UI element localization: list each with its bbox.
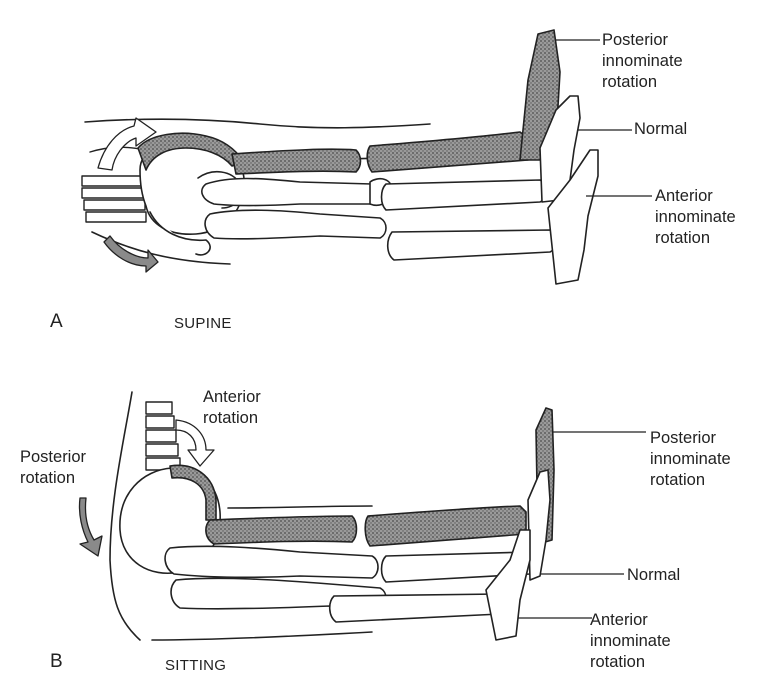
foot-anterior — [485, 529, 531, 641]
label-b-posterior-innominate-rotation: Posterior innominate rotation — [650, 429, 731, 489]
tibia-anterior — [328, 593, 507, 623]
arrow-posterior-rotation — [78, 497, 103, 557]
panel-a-caption: SUPINE — [174, 315, 232, 332]
panel-b-drawing — [78, 391, 555, 641]
body-contour — [91, 231, 231, 265]
tibia-normal — [380, 179, 547, 211]
body-contour — [151, 631, 373, 641]
label-a-normal: Normal — [634, 120, 688, 138]
ischium — [149, 211, 211, 256]
arrow-posterior-rotation — [97, 117, 157, 171]
stippled-femur-shaft — [231, 148, 362, 175]
panel-a-drawing — [81, 29, 599, 285]
panel-b-leaders — [518, 431, 646, 619]
foot-normal — [527, 469, 551, 581]
panel-b-caption: SITTING — [165, 657, 227, 674]
arrow-anterior-rotation — [175, 419, 215, 467]
panel-b-letter: B — [50, 651, 63, 672]
stippled-tibia — [364, 505, 527, 547]
femur-normal — [201, 177, 379, 207]
stippled-tibia — [366, 131, 529, 173]
label-b-anterior-rotation: Anterior rotation — [203, 388, 261, 427]
tibia-anterior — [386, 229, 557, 261]
arrow-anterior-rotation — [103, 235, 159, 273]
femur-anterior — [204, 209, 387, 240]
label-a-posterior-innominate-rotation: Posterior innominate rotation — [602, 31, 683, 91]
spine — [145, 401, 181, 471]
foot-normal — [539, 95, 581, 203]
stippled-femur-shaft — [205, 515, 358, 545]
label-b-anterior-innominate-rotation: Anterior innominate rotation — [590, 611, 671, 671]
body-contour — [227, 505, 373, 509]
panel-a-leaders — [556, 39, 652, 197]
panel-a-letter: A — [50, 311, 63, 332]
label-a-anterior-innominate-rotation: Anterior innominate rotation — [655, 187, 736, 247]
label-b-posterior-rotation: Posterior rotation — [20, 448, 87, 487]
label-b-normal: Normal — [627, 566, 681, 584]
body-contour — [109, 391, 141, 641]
femur-normal — [164, 545, 379, 579]
